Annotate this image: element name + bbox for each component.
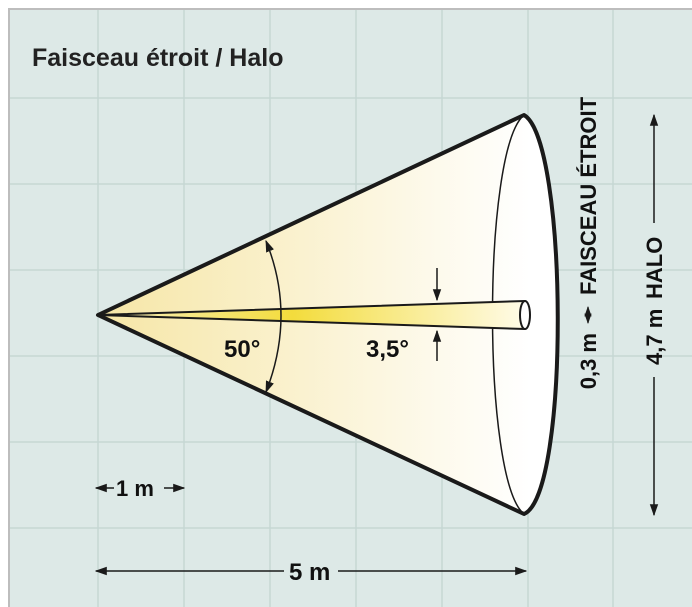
- narrow-beam-end: [519, 300, 531, 330]
- diagram-title: Faisceau étroit / Halo: [32, 44, 283, 72]
- narrow-beam-dimension: FAISCEAU ÉTROIT 0,3 m: [576, 96, 601, 389]
- halo-width-label: 4,7 m: [642, 309, 667, 365]
- narrow-width-label: 0,3 m: [576, 333, 601, 389]
- scale-label: 1 m: [116, 476, 154, 501]
- frame-border: [8, 8, 692, 607]
- halo-dimension: 4,7 m HALO: [642, 113, 667, 517]
- wide-angle-label: 50°: [224, 336, 260, 363]
- distance-label: 5 m: [289, 559, 330, 586]
- wide-angle-arc: [265, 239, 282, 394]
- halo-label: HALO: [642, 237, 667, 299]
- narrow-beam-label: FAISCEAU ÉTROIT: [576, 96, 601, 295]
- narrow-angle-label: 3,5°: [366, 336, 409, 363]
